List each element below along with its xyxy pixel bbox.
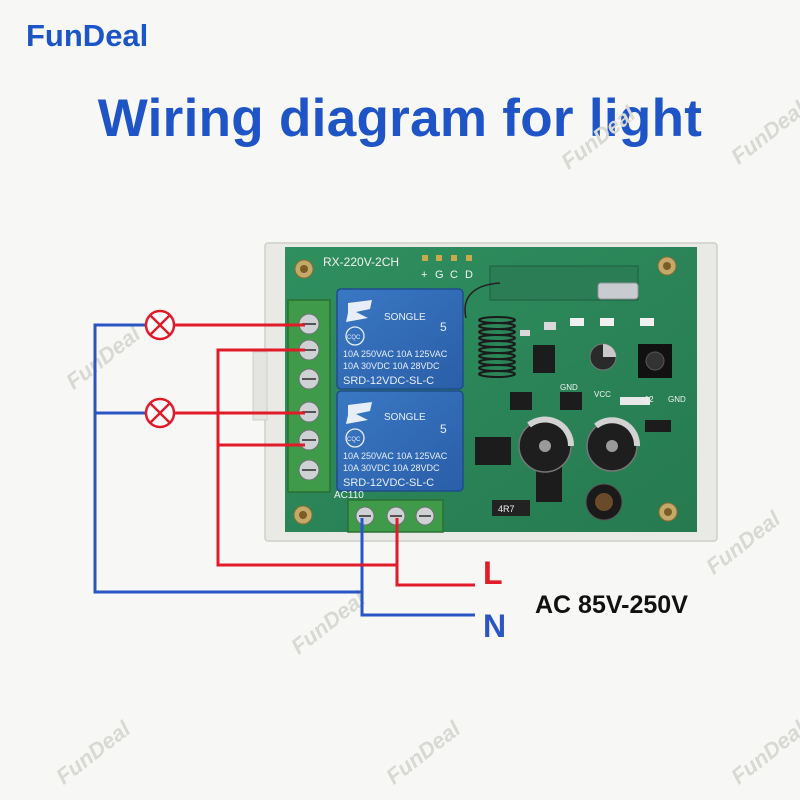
relay-brand: SONGLE xyxy=(384,412,426,423)
antenna-wire xyxy=(464,282,501,319)
rf-crystal xyxy=(597,282,639,300)
relay-pin-number: 5 xyxy=(440,320,447,334)
vcc-label: VCC xyxy=(594,390,611,399)
cert-mark: CQC xyxy=(347,437,361,443)
relay-model: SRD-12VDC-SL-C xyxy=(343,477,434,489)
antenna-coil-icon xyxy=(478,316,516,378)
live-label: L xyxy=(483,555,503,591)
terminal-screws-outputs xyxy=(298,313,320,481)
lamp-symbol-icon xyxy=(144,397,176,429)
plus12-label: +12 xyxy=(640,395,654,404)
mounting-screw-icon xyxy=(657,256,677,276)
relay-pin-number: 5 xyxy=(440,422,447,436)
live-bus xyxy=(216,348,475,587)
gnd-label: GND xyxy=(668,395,686,404)
neutral-label: N xyxy=(483,608,507,644)
page-title: Wiring diagram for light xyxy=(97,89,703,148)
mounting-screw-icon xyxy=(658,502,678,522)
relay-rating: 10A 30VDC 10A 28VDC xyxy=(343,361,440,371)
inductor-label: 4R7 xyxy=(498,504,515,514)
lamp-symbol-icon xyxy=(144,309,176,341)
voltage-label: AC 85V-250V xyxy=(535,591,688,619)
terminal-screw-icon xyxy=(415,506,435,526)
mounting-screw-icon xyxy=(293,505,313,525)
songle-logo-icon xyxy=(346,300,372,322)
pin-label: + xyxy=(421,269,427,281)
relay-brand: SONGLE xyxy=(384,312,426,323)
relay-rating: 10A 250VAC 10A 125VAC xyxy=(343,451,448,461)
relay-rating: 10A 250VAC 10A 125VAC xyxy=(343,349,448,359)
terminal-screw-icon xyxy=(355,506,375,526)
songle-logo-icon xyxy=(346,402,372,424)
inductor-icon xyxy=(585,483,623,521)
terminal-screw-icon xyxy=(386,506,406,526)
pin-labels: + G C D xyxy=(421,269,473,281)
header-pins xyxy=(422,255,472,261)
terminal-screw-icon xyxy=(298,368,320,390)
enclosure-tab xyxy=(252,351,268,421)
brand-logo: FunDeal xyxy=(26,18,149,53)
live-wires xyxy=(172,323,475,587)
pin-label: D xyxy=(465,269,473,281)
learn-button-icon xyxy=(638,344,672,378)
gnd-label: GND xyxy=(560,383,578,392)
terminal-screws-ac xyxy=(355,506,435,526)
ac-input-label: AC110 xyxy=(334,490,364,501)
pin-label: G xyxy=(435,269,444,281)
capacitor-icon xyxy=(589,343,617,371)
terminal-screw-icon xyxy=(298,459,320,481)
relay-model: SRD-12VDC-SL-C xyxy=(343,375,434,387)
relay-2: SONGLE CQC 5 10A 250VAC 10A 125VAC 10A 3… xyxy=(336,390,464,492)
board-model-label: RX-220V-2CH xyxy=(323,255,399,269)
cert-mark: CQC xyxy=(347,335,361,341)
relay-rating: 10A 30VDC 10A 28VDC xyxy=(343,463,440,473)
relay-1: SONGLE CQC 5 10A 250VAC 10A 125VAC 10A 3… xyxy=(336,288,464,390)
capacitor-icon xyxy=(518,416,575,473)
mounting-screw-icon xyxy=(294,259,314,279)
terminal-screw-icon xyxy=(298,429,320,451)
pin-label: C xyxy=(450,269,458,281)
neutral-bus xyxy=(93,323,475,617)
capacitor-icon xyxy=(586,417,641,472)
neutral-wires xyxy=(93,323,475,617)
